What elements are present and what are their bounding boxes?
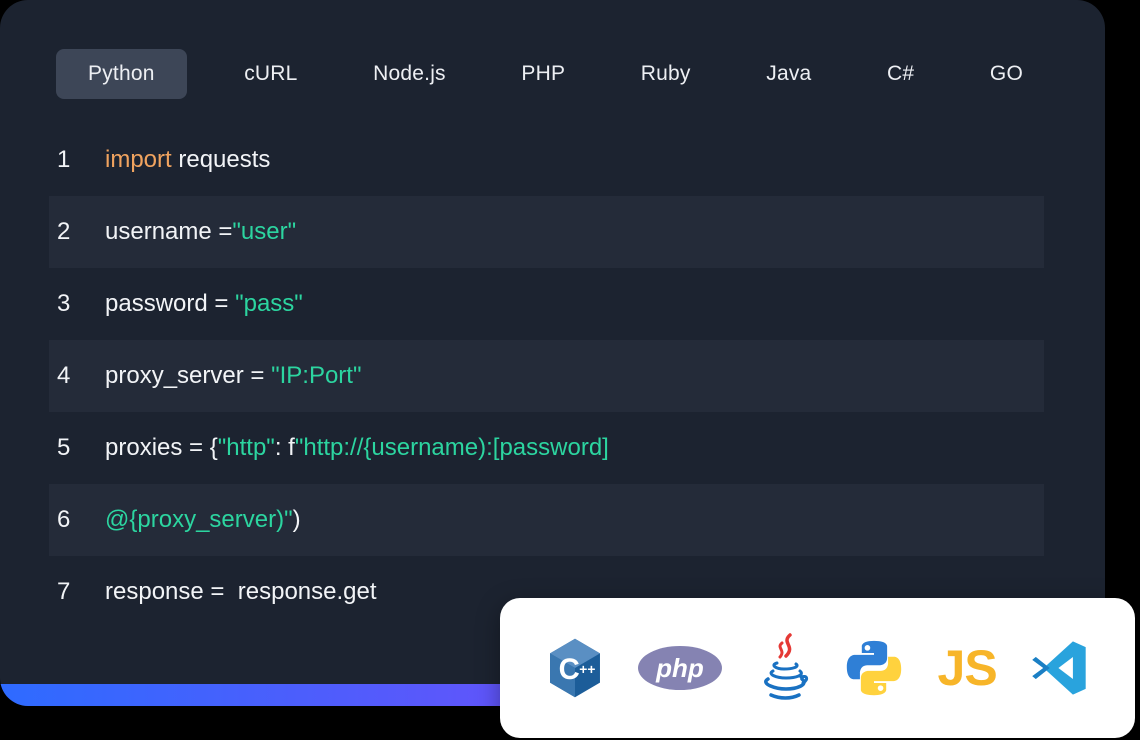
svg-text:php: php [655,653,704,683]
tab-php[interactable]: PHP [521,62,566,85]
code-line-4: 4 proxy_server = "IP:Port" [49,340,1044,412]
code-text: proxies = {"http": f"http://{username):[… [105,434,609,462]
php-logo-icon: php [636,644,724,692]
code-token-keyword: import [105,146,172,173]
code-text: import requests [105,146,270,174]
code-snippet-card: Python cURL Node.js PHP Ruby Java C# GO 1 import… [0,0,1105,706]
code-token-plain: proxy_server = [105,362,272,389]
line-number: 6 [57,506,71,533]
java-logo-icon [757,633,811,703]
code-token-string: "http" [217,434,275,461]
code-token-string: "user" [232,218,297,245]
code-token-plain: ) [292,506,301,533]
code-token-plain: requests [171,146,271,173]
svg-text:++: ++ [579,662,595,677]
code-line-2: 2 username ="user" [49,196,1044,268]
tab-go[interactable]: GO [989,62,1023,85]
code-token-string: "IP:Port" [271,362,362,389]
code-token-plain: username = [105,218,233,245]
tab-python[interactable]: Python [56,49,187,99]
tab-java[interactable]: Java [766,62,812,85]
code-text: @{proxy_server)") [105,506,301,534]
line-number: 7 [57,578,71,605]
svg-text:C: C [559,654,580,686]
tab-c[interactable]: C# [887,62,915,85]
line-number: 5 [57,434,71,461]
language-logos-card: C ++ php JS [500,598,1135,738]
vscode-logo-icon [1030,639,1088,697]
code-text: username ="user" [105,218,296,246]
line-number: 1 [57,146,71,173]
code-text: proxy_server = "IP:Port" [105,362,361,390]
js-logo-icon: JS [937,640,998,696]
code-token-plain: : f [274,434,295,461]
line-number: 4 [57,362,71,389]
code-text: response = response.get [105,578,377,606]
code-line-5: 5 proxies = {"http": f"http://{username):… [49,412,1044,484]
code-line-7: 7 response = response.get [49,556,1044,628]
code-area: 1 import requests 2 username ="user" 3 passwo… [0,124,1105,628]
tab-curl[interactable]: cURL [244,62,298,85]
code-token-string: "http://{username):[password] [294,434,609,461]
code-text: password = "pass" [105,290,303,318]
code-token-plain: proxies = { [105,434,218,461]
tab-nodejs[interactable]: Node.js [373,62,446,85]
line-number: 2 [57,218,71,245]
tab-ruby[interactable]: Ruby [640,62,691,85]
python-logo-icon [844,638,904,698]
code-line-3: 3 password = "pass" [49,268,1044,340]
code-token-string: "pass" [235,290,303,317]
code-token-plain: password = [105,290,236,317]
line-number: 3 [57,290,71,317]
code-line-6: 6 @{proxy_server)") [49,484,1044,556]
language-tabs: Python cURL Node.js PHP Ruby Java C# GO [56,49,1041,99]
code-line-1: 1 import requests [49,124,1044,196]
code-token-string: @{proxy_server)" [105,506,293,533]
code-token-plain: response = response.get [105,578,377,605]
cpp-logo-icon: C ++ [547,637,603,699]
